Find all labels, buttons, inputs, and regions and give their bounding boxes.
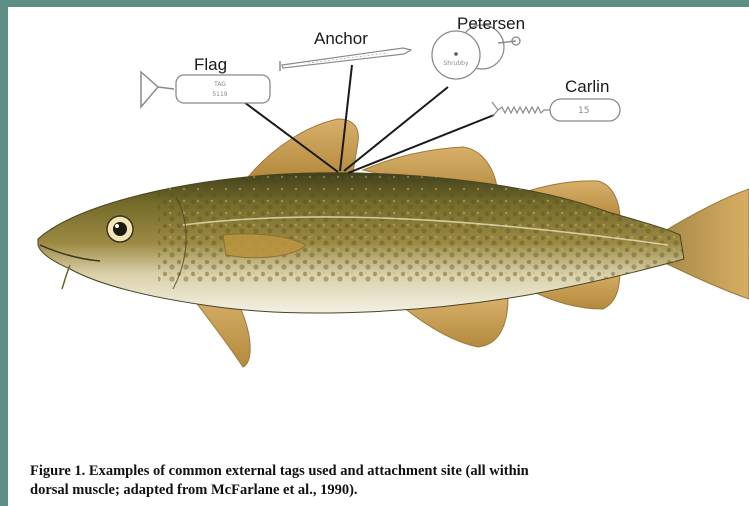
carlin-tag: 15 Carlin	[492, 77, 620, 121]
caption-line-1: Figure 1. Examples of common external ta…	[30, 462, 730, 481]
fish-eye	[107, 216, 133, 242]
flag-tag-wire	[141, 72, 174, 107]
carlin-tag-wire	[492, 102, 550, 117]
chin-barbel	[62, 265, 70, 289]
figure-frame: TAG 5119 Flag Anchor Shrubby Petersen 15	[8, 7, 749, 506]
anchor-tag-label: Anchor	[314, 29, 368, 48]
cod-tagging-diagram: TAG 5119 Flag Anchor Shrubby Petersen 15	[8, 7, 749, 457]
carlin-tag-label: Carlin	[565, 77, 609, 96]
anchor-tag: Anchor	[280, 29, 411, 71]
flag-tag-inscription-1: TAG	[213, 81, 226, 88]
petersen-tag: Shrubby Petersen	[432, 14, 525, 79]
flag-tag: TAG 5119 Flag	[141, 55, 270, 107]
anchor-tag-body	[282, 48, 411, 68]
caption-line-2: dorsal muscle; adapted from McFarlane et…	[30, 481, 730, 500]
petersen-tag-inscription: Shrubby	[443, 60, 468, 67]
carlin-tag-inscription: 15	[578, 106, 589, 116]
flag-tag-inscription-2: 5119	[212, 91, 227, 98]
flag-tag-label: Flag	[194, 55, 227, 74]
petersen-tag-label: Petersen	[457, 14, 525, 33]
figure-caption: Figure 1. Examples of common external ta…	[30, 462, 730, 500]
flag-tag-body	[176, 75, 270, 103]
